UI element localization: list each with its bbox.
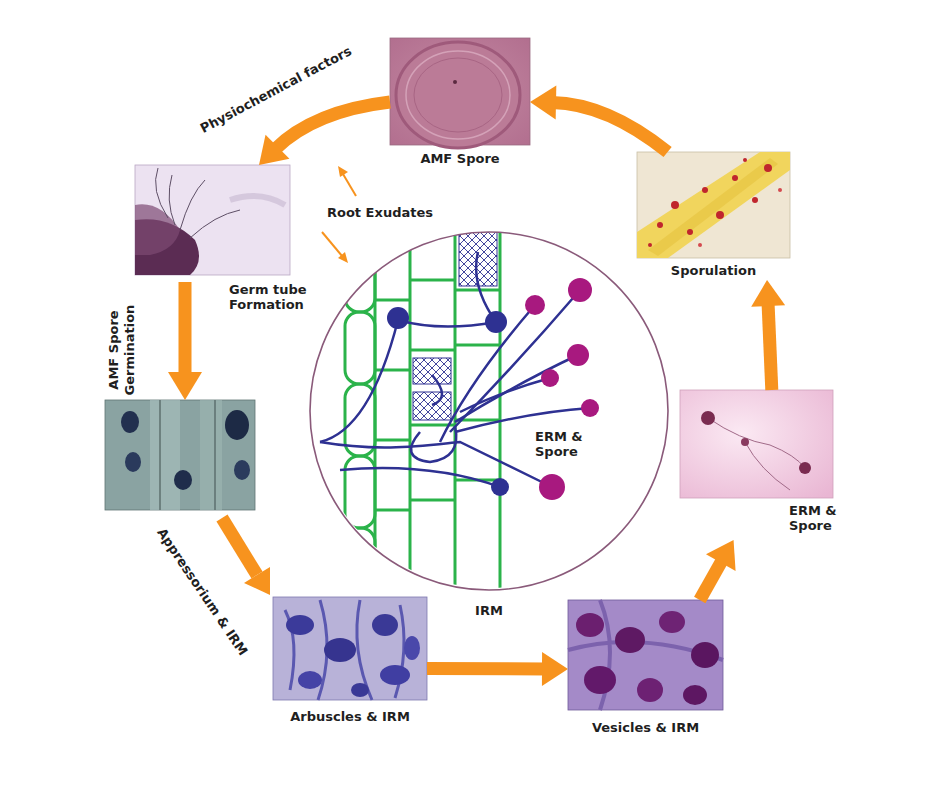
cycle-arrow [530, 86, 668, 152]
cycle-label: AMF Spore Germination [106, 300, 138, 400]
node-caption: IRM [309, 603, 669, 618]
arbuscle-micrograph [273, 597, 427, 700]
node-caption: ERM & Spore [535, 429, 595, 459]
cycle-arrow [259, 102, 390, 165]
root-micrograph [105, 400, 255, 510]
root-circle: ERM & SporeIRM [309, 231, 669, 626]
node-caption: Germ tube Formation [229, 282, 311, 312]
micrograph-box: AMF Spore [390, 38, 530, 166]
node-caption: Sporulation [637, 263, 790, 278]
micrograph-box: Arbuscles & IRM [273, 597, 427, 727]
cycle-arrow [427, 652, 568, 686]
micrograph-box: Germ tube Formation [135, 165, 290, 313]
node-caption: ERM & Spore [789, 503, 845, 533]
vesicle-micrograph [568, 600, 723, 710]
micrograph-box: ERM & Spore [680, 390, 833, 540]
cycle-arrow [751, 280, 785, 390]
node-caption: Vesicles & IRM [568, 720, 723, 735]
sporulation-micrograph [637, 152, 790, 258]
micrograph-box: Sporulation [637, 152, 790, 280]
micrograph-box: Vesicles & IRM [568, 600, 723, 738]
cycle-label: Root Exudates [315, 205, 445, 221]
node-caption: AMF Spore [390, 151, 530, 166]
cycle-arrow [700, 540, 736, 600]
erm-micrograph [680, 390, 833, 498]
edge-label: Physiochemical factors [184, 36, 368, 144]
germ-tube-micrograph [135, 165, 290, 275]
node-caption: Arbuscles & IRM [273, 709, 427, 724]
circle-outline [309, 231, 669, 626]
cycle-arrow-layout [168, 282, 270, 595]
spore-micrograph [390, 38, 530, 148]
root-illustration [320, 225, 599, 600]
